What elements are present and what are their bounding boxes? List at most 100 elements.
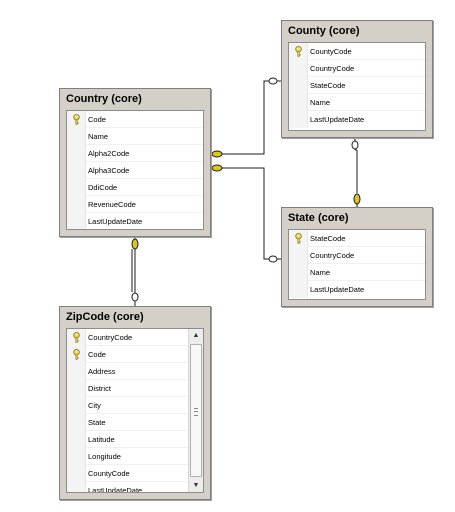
scroll-thumb[interactable]	[190, 344, 202, 477]
row-selector[interactable]	[67, 380, 86, 397]
column-name: Alpha2Code	[88, 149, 130, 158]
column-name: Code	[88, 115, 106, 124]
column-row[interactable]: Code	[67, 346, 188, 363]
row-selector[interactable]	[289, 264, 308, 281]
column-name: Latitude	[88, 435, 115, 444]
column-row[interactable]: Name	[67, 128, 203, 145]
scroll-down-icon[interactable]: ▼	[192, 482, 200, 489]
row-selector[interactable]	[67, 128, 86, 145]
column-row[interactable]: State	[67, 414, 188, 431]
relationship-many-end	[268, 255, 278, 263]
column-row[interactable]: DdiCode	[67, 179, 203, 196]
column-name: LastUpdateDate	[310, 115, 365, 124]
column-row[interactable]: CountryCode	[289, 247, 425, 264]
row-selector[interactable]	[67, 397, 86, 414]
row-selector[interactable]	[289, 94, 308, 111]
column-name: LastUpdateDate	[310, 285, 365, 294]
column-name: LastUpdateDate	[88, 217, 143, 226]
row-selector[interactable]	[289, 77, 308, 94]
relationship-many-end	[351, 140, 359, 150]
column-name: CountyCode	[310, 47, 352, 56]
column-row[interactable]: LastUpdateDate	[289, 281, 425, 298]
column-row[interactable]: Alpha3Code	[67, 162, 203, 179]
relationship-key-end	[211, 150, 223, 158]
relationship-county-state[interactable]	[351, 138, 361, 207]
column-name: DdiCode	[88, 183, 118, 192]
row-selector[interactable]	[67, 363, 86, 380]
row-selector[interactable]	[67, 213, 86, 229]
column-row[interactable]: City	[67, 397, 188, 414]
row-selector[interactable]	[67, 465, 86, 482]
column-name: CountryCode	[310, 64, 355, 73]
column-name: Name	[310, 98, 331, 107]
column-row[interactable]: LastUpdateDate	[67, 213, 203, 229]
row-selector[interactable]	[67, 196, 86, 213]
column-row[interactable]: CountryCode	[289, 60, 425, 77]
key-icon	[295, 233, 302, 244]
column-row[interactable]: RevenueCode	[67, 196, 203, 213]
column-row[interactable]: Name	[289, 264, 425, 281]
relationship-key-end	[353, 193, 361, 205]
table-title[interactable]: Country (core)	[66, 93, 142, 105]
column-row[interactable]: Code	[67, 111, 203, 128]
key-icon	[73, 114, 80, 125]
column-row[interactable]: StateCode	[289, 230, 425, 247]
column-row[interactable]: District	[67, 380, 188, 397]
row-selector[interactable]	[289, 111, 308, 128]
relationship-country-county[interactable]	[209, 77, 281, 158]
row-selector[interactable]	[67, 179, 86, 196]
column-row[interactable]: Latitude	[67, 431, 188, 448]
row-selector[interactable]	[67, 414, 86, 431]
vertical-scrollbar[interactable]: ▲ ▼	[188, 329, 203, 492]
column-row[interactable]: CountyCode	[289, 43, 425, 60]
row-selector[interactable]	[67, 145, 86, 162]
key-icon	[73, 349, 80, 360]
table-title[interactable]: County (core)	[288, 25, 360, 37]
row-selector[interactable]	[67, 448, 86, 465]
column-row[interactable]: Address	[67, 363, 188, 380]
relationship-country-zipcode[interactable]	[131, 236, 139, 306]
column-name: State	[88, 418, 106, 427]
key-icon	[295, 46, 302, 57]
row-selector[interactable]	[67, 162, 86, 179]
table-title[interactable]: ZipCode (core)	[66, 311, 144, 323]
column-name: Longitude	[88, 452, 121, 461]
relationship-key-end	[211, 164, 223, 172]
row-selector[interactable]	[289, 281, 308, 298]
relationship-many-end	[268, 77, 278, 85]
column-name: CountryCode	[88, 333, 133, 342]
column-row[interactable]: LastUpdateDate	[289, 111, 425, 128]
column-row[interactable]: Longitude	[67, 448, 188, 465]
column-row[interactable]: Name	[289, 94, 425, 111]
column-row[interactable]: CountryCode	[67, 329, 188, 346]
column-name: City	[88, 401, 101, 410]
column-name: Address	[88, 367, 116, 376]
row-selector[interactable]	[289, 247, 308, 264]
column-name: Code	[88, 350, 106, 359]
column-name: StateCode	[310, 234, 346, 243]
row-selector[interactable]	[67, 431, 86, 448]
column-row[interactable]: Alpha2Code	[67, 145, 203, 162]
relationship-country-state[interactable]	[209, 164, 281, 263]
relationship-many-end	[131, 292, 139, 302]
column-row[interactable]: StateCode	[289, 77, 425, 94]
column-name: Name	[88, 132, 109, 141]
column-name: Name	[310, 268, 331, 277]
column-row[interactable]: LastUpdateDate	[67, 482, 188, 492]
row-selector[interactable]	[289, 60, 308, 77]
table-title[interactable]: State (core)	[288, 212, 349, 224]
row-selector[interactable]	[67, 482, 86, 492]
relationship-key-end	[131, 238, 139, 250]
column-row[interactable]: CountyCode	[67, 465, 188, 482]
column-name: StateCode	[310, 81, 346, 90]
scroll-up-icon[interactable]: ▲	[192, 332, 200, 339]
